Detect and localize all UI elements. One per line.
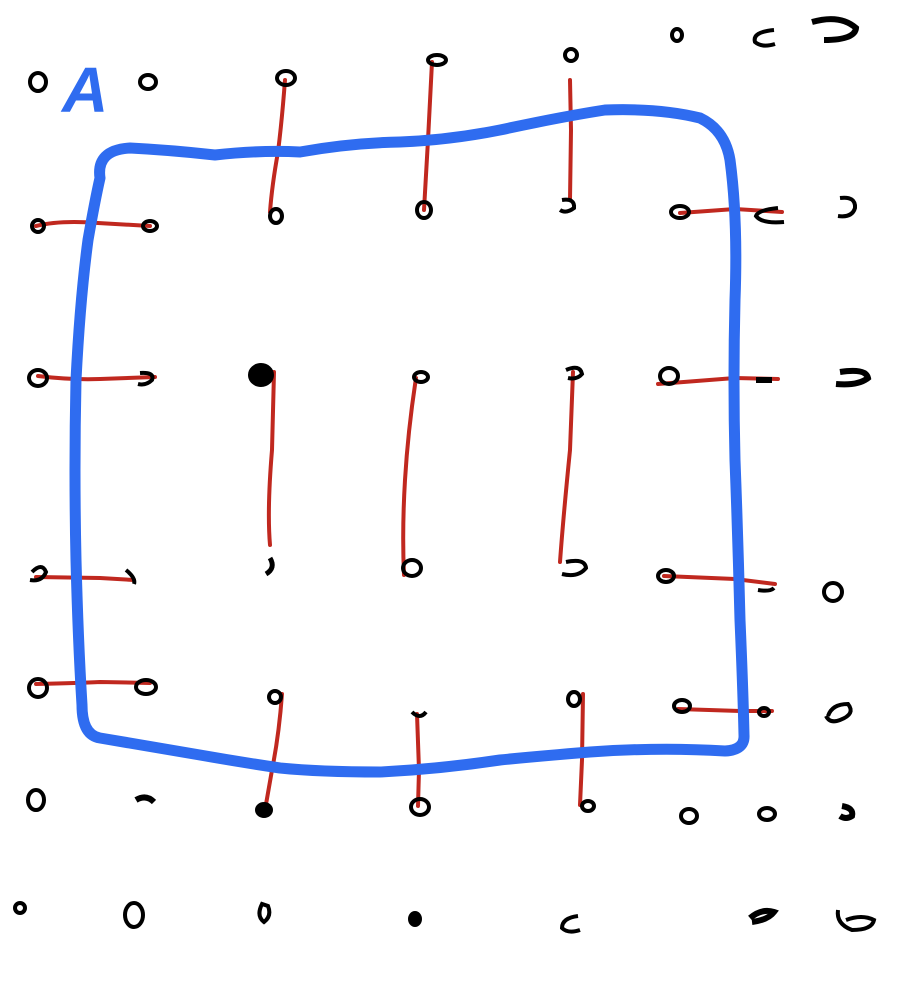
dot <box>561 558 589 578</box>
dot <box>268 207 284 225</box>
dot <box>134 678 158 696</box>
dot <box>835 367 872 388</box>
dot <box>412 370 430 384</box>
edge-inner-1 <box>266 370 276 547</box>
dot <box>753 206 785 225</box>
dot <box>30 218 46 234</box>
dot <box>837 195 858 219</box>
dot <box>824 701 853 724</box>
dot <box>565 365 585 381</box>
dot <box>257 901 272 925</box>
dot <box>255 802 273 818</box>
dot <box>580 799 596 813</box>
dots-group <box>13 16 877 934</box>
dot <box>752 28 776 48</box>
dot <box>670 27 684 43</box>
dot <box>811 16 860 43</box>
dot <box>27 368 49 388</box>
dot <box>410 710 428 718</box>
dot <box>558 197 577 214</box>
dot <box>838 803 856 821</box>
edge-bottom-1 <box>263 692 284 812</box>
dot <box>757 806 777 822</box>
dot <box>134 794 157 805</box>
dot <box>822 581 844 603</box>
dot <box>563 47 579 63</box>
edge-right-3 <box>662 574 777 586</box>
dot <box>124 568 137 585</box>
dot <box>264 556 275 577</box>
dot <box>123 901 145 929</box>
dot <box>401 558 423 578</box>
edge-left-2 <box>36 374 157 382</box>
dot <box>29 565 49 583</box>
dot <box>835 909 877 933</box>
dot <box>672 698 692 714</box>
dot <box>757 586 776 593</box>
dot <box>267 689 283 705</box>
dot <box>141 219 159 233</box>
edges-group <box>34 60 784 812</box>
region-boundary <box>69 104 750 778</box>
edge-bottom-3 <box>578 692 585 807</box>
dot <box>248 363 274 387</box>
edge-inner-3 <box>558 370 575 564</box>
dot <box>138 73 158 91</box>
dot <box>27 677 49 699</box>
edge-inner-2 <box>401 376 418 577</box>
dot <box>415 200 433 220</box>
edge-bottom-2 <box>415 712 422 808</box>
dot <box>658 366 680 386</box>
edge-left-4 <box>34 679 152 686</box>
dot <box>409 797 431 817</box>
dot <box>679 807 699 825</box>
dot <box>13 901 27 915</box>
dot <box>28 71 48 93</box>
edge-left-3 <box>34 575 136 582</box>
dot <box>669 204 691 220</box>
dot <box>757 706 771 718</box>
dot <box>559 914 581 934</box>
dot <box>426 53 448 67</box>
region-label: A <box>60 54 108 126</box>
dot <box>566 690 582 708</box>
dot <box>748 907 779 925</box>
edge-top-3 <box>568 78 574 202</box>
dot <box>275 69 297 87</box>
edge-left-1 <box>34 220 152 228</box>
dot <box>408 911 422 927</box>
dot <box>656 568 676 584</box>
dot <box>137 370 155 387</box>
dot <box>26 788 46 812</box>
